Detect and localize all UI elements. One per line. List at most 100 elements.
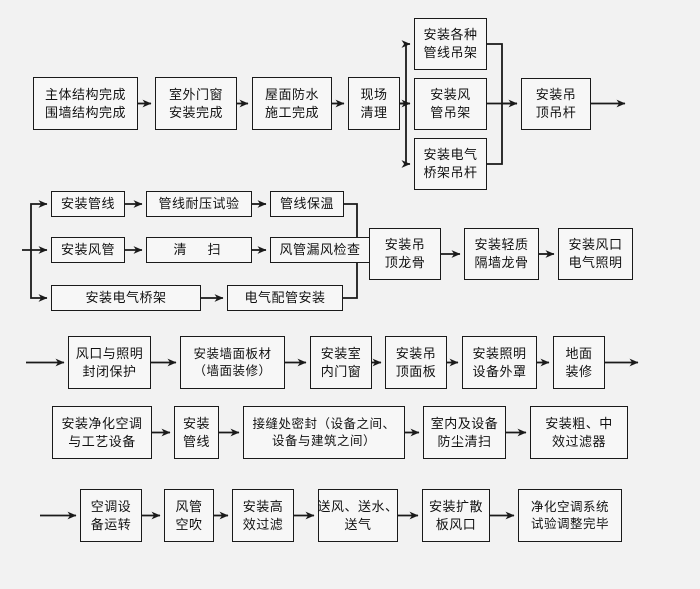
node-line: 送气 (344, 516, 372, 532)
node-line: 空调设 (90, 498, 132, 514)
node-line: 风管漏风检查 (279, 242, 361, 258)
node-line: 管线 (182, 433, 210, 449)
node-roof-waterproofing[interactable]: 屋面防水 施工完成 (252, 77, 332, 130)
node-install-pipeline-hangers[interactable]: 安装各种 管线吊架 (414, 18, 487, 70)
node-pipeline-insulation[interactable]: 管线保温 (270, 191, 344, 217)
node-line: 效过滤 (242, 516, 284, 532)
node-install-pipelines[interactable]: 安装管线 (51, 191, 125, 217)
node-line: 隔墙龙骨 (474, 255, 529, 270)
node-duct-air-blowing[interactable]: 风管 空吹 (164, 489, 214, 542)
node-install-primary-medium-filters[interactable]: 安装粗、中 效过滤器 (530, 406, 628, 459)
node-line: 安装室 (320, 345, 362, 361)
node-line: （墙面装修） (193, 363, 272, 378)
node-line: 安装吊 (535, 87, 577, 103)
node-line: 安装吊 (395, 345, 437, 361)
node-cleaning[interactable]: 清 扫 (146, 237, 252, 263)
node-line: 顶面板 (395, 363, 437, 379)
node-line: 与工艺设备 (68, 433, 136, 449)
node-line: 板风口 (435, 516, 477, 532)
node-line: 试验调整完毕 (530, 516, 609, 531)
node-indoor-equipment-dust-cleaning[interactable]: 室内及设备 防尘清扫 (423, 406, 506, 459)
node-floor-finishing[interactable]: 地面 装修 (553, 336, 605, 389)
node-line: 安装风管 (60, 242, 115, 258)
node-line: 安装照明 (472, 345, 527, 361)
node-install-ducts[interactable]: 安装风管 (51, 237, 125, 263)
node-line: 围墙结构完成 (44, 104, 126, 120)
node-line: 安装各种 (423, 27, 478, 43)
node-line: 净化空调系统 (530, 499, 609, 514)
node-line: 安装电气桥架 (85, 290, 167, 306)
node-install-diffuser-outlet[interactable]: 安装扩散 板风口 (422, 489, 490, 542)
node-line: 管线保温 (279, 196, 334, 212)
node-cleanroom-hvac-testing-complete[interactable]: 净化空调系统 试验调整完毕 (518, 489, 622, 542)
node-line: 内门窗 (320, 363, 362, 379)
node-install-ceiling-panels[interactable]: 安装吊 顶面板 (385, 336, 447, 389)
node-supply-air-water-gas[interactable]: 送风、送水、 送气 (318, 489, 398, 542)
node-line: 清理 (360, 104, 388, 120)
node-line: 安装墙面板材 (193, 346, 272, 361)
node-line: 设备外罩 (472, 363, 527, 379)
node-install-cleanroom-hvac-process-equipment[interactable]: 安装净化空调 与工艺设备 (52, 406, 152, 459)
node-line: 装修 (565, 363, 593, 379)
node-line: 安装电气 (423, 147, 478, 163)
node-line: 电气配管安装 (244, 290, 326, 306)
node-line: 安装 (182, 415, 210, 431)
node-line: 防尘清扫 (437, 433, 492, 449)
node-line: 风管 (175, 498, 203, 514)
node-line: 安装粗、中 (545, 415, 613, 431)
node-line: 效过滤器 (551, 433, 606, 449)
node-line: 接缝处密封（设备之间、 (252, 416, 396, 431)
node-line: 现场 (360, 86, 388, 102)
node-line: 地面 (565, 345, 593, 361)
node-line: 室内及设备 (430, 415, 499, 431)
node-line: 安装风 (430, 87, 471, 103)
node-install-air-outlet-lighting[interactable]: 安装风口 电气照明 (558, 228, 633, 280)
node-exterior-doors-windows[interactable]: 室外门窗 安装完成 (155, 77, 237, 130)
node-line: 送风、送水、 (317, 498, 399, 514)
node-line: 安装扩散 (428, 498, 483, 514)
node-install-lightweight-partition-keel[interactable]: 安装轻质 隔墙龙骨 (464, 228, 539, 280)
node-line: 管线吊架 (423, 45, 478, 60)
node-install-electrical-tray[interactable]: 安装电气桥架 (51, 285, 201, 311)
node-line: 清 扫 (173, 242, 225, 258)
node-line: 管吊架 (430, 105, 471, 120)
node-install-lighting-covers[interactable]: 安装照明 设备外罩 (462, 336, 537, 389)
node-install-ceiling-keel[interactable]: 安装吊 顶龙骨 (369, 228, 441, 280)
node-line: 备运转 (90, 516, 132, 532)
node-line: 安装轻质 (474, 237, 529, 253)
node-electrical-conduit-install[interactable]: 电气配管安装 (227, 285, 343, 311)
node-line: 风口与照明 (75, 345, 144, 361)
node-line: 管线耐压试验 (158, 196, 240, 212)
node-line: 顶龙骨 (384, 255, 426, 270)
node-line: 电气照明 (568, 255, 623, 270)
node-install-interior-doors-windows[interactable]: 安装室 内门窗 (310, 336, 372, 389)
node-line: 主体结构完成 (44, 86, 126, 102)
node-line: 安装高 (242, 498, 284, 514)
node-line: 屋面防水 (264, 86, 319, 102)
node-line: 安装完成 (168, 104, 223, 120)
node-line: 安装风口 (568, 237, 623, 253)
node-outlet-lighting-protection[interactable]: 风口与照明 封闭保护 (68, 336, 151, 389)
node-joint-sealing[interactable]: 接缝处密封（设备之间、 设备与建筑之间） (243, 406, 405, 459)
node-install-duct-hangers[interactable]: 安装风 管吊架 (414, 78, 487, 130)
node-hvac-equipment-operation[interactable]: 空调设 备运转 (80, 489, 142, 542)
node-install-wall-panels[interactable]: 安装墙面板材 （墙面装修） (180, 336, 285, 389)
node-line: 室外门窗 (168, 86, 223, 102)
node-line: 设备与建筑之间） (271, 433, 376, 448)
node-duct-leak-test[interactable]: 风管漏风检查 (270, 237, 370, 263)
node-line: 封闭保护 (82, 363, 137, 379)
node-line: 安装净化空调 (61, 415, 143, 431)
node-install-pipelines-2[interactable]: 安装 管线 (174, 406, 219, 459)
node-pipeline-pressure-test[interactable]: 管线耐压试验 (146, 191, 252, 217)
node-site-cleanup[interactable]: 现场 清理 (348, 77, 400, 130)
node-line: 施工完成 (264, 104, 319, 120)
node-line: 空吹 (175, 516, 203, 532)
node-install-electrical-tray-hangers[interactable]: 安装电气 桥架吊杆 (414, 138, 487, 190)
node-main-structure-complete[interactable]: 主体结构完成 围墙结构完成 (33, 77, 138, 130)
node-line: 安装管线 (60, 196, 115, 212)
node-install-ceiling-rods[interactable]: 安装吊 顶吊杆 (521, 78, 591, 130)
node-install-hepa-filters[interactable]: 安装高 效过滤 (232, 489, 294, 542)
node-line: 安装吊 (384, 237, 426, 253)
node-line: 桥架吊杆 (423, 165, 478, 180)
